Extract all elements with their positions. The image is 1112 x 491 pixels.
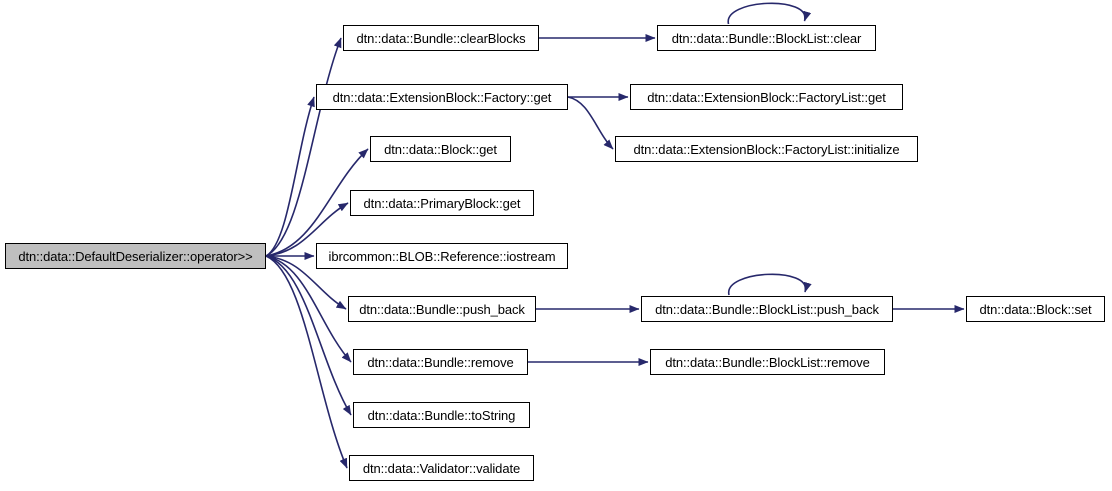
- graph-node-blocklist_push_back[interactable]: dtn::data::Bundle::BlockList::push_back: [641, 296, 893, 322]
- graph-node-clearBlocks[interactable]: dtn::data::Bundle::clearBlocks: [343, 25, 539, 51]
- graph-node-bundle_remove[interactable]: dtn::data::Bundle::remove: [353, 349, 528, 375]
- graph-edge-blocklist_clear-to-blocklist_clear: [727, 2, 812, 25]
- graph-node-label: dtn::data::DefaultDeserializer::operator…: [18, 248, 253, 264]
- graph-node-root[interactable]: dtn::data::DefaultDeserializer::operator…: [5, 243, 266, 269]
- graph-node-block_set[interactable]: dtn::data::Block::set: [966, 296, 1105, 322]
- graph-node-label: dtn::data::ExtensionBlock::FactoryList::…: [633, 141, 900, 157]
- graph-node-block_get[interactable]: dtn::data::Block::get: [370, 136, 511, 162]
- graph-node-label: dtn::data::Bundle::toString: [367, 407, 516, 423]
- graph-edge-root-to-bundle_remove: [265, 255, 352, 363]
- graph-node-label: dtn::data::ExtensionBlock::Factory::get: [332, 89, 552, 105]
- graph-node-factory_get[interactable]: dtn::data::ExtensionBlock::Factory::get: [316, 84, 568, 110]
- graph-node-iostream[interactable]: ibrcommon::BLOB::Reference::iostream: [316, 243, 568, 269]
- graph-node-factorylist_get[interactable]: dtn::data::ExtensionBlock::FactoryList::…: [630, 84, 903, 110]
- graph-node-blocklist_clear[interactable]: dtn::data::Bundle::BlockList::clear: [657, 25, 876, 51]
- graph-node-blocklist_remove[interactable]: dtn::data::Bundle::BlockList::remove: [650, 349, 885, 375]
- graph-edge-factory_get-to-factorylist_initialize: [567, 96, 614, 150]
- graph-edge-root-to-factory_get: [265, 96, 315, 257]
- graph-node-validator_validate[interactable]: dtn::data::Validator::validate: [349, 455, 534, 481]
- graph-node-label: dtn::data::ExtensionBlock::FactoryList::…: [647, 89, 886, 105]
- graph-node-label: ibrcommon::BLOB::Reference::iostream: [328, 248, 556, 264]
- graph-node-primaryblock_get[interactable]: dtn::data::PrimaryBlock::get: [350, 190, 534, 216]
- graph-node-label: dtn::data::Block::get: [384, 141, 497, 157]
- graph-node-label: dtn::data::Block::set: [979, 301, 1092, 317]
- graph-edge-blocklist_push_back-to-blocklist_push_back: [728, 273, 812, 296]
- graph-node-bundle_tostring[interactable]: dtn::data::Bundle::toString: [353, 402, 530, 428]
- graph-node-bundle_push_back[interactable]: dtn::data::Bundle::push_back: [348, 296, 536, 322]
- graph-node-factorylist_initialize[interactable]: dtn::data::ExtensionBlock::FactoryList::…: [615, 136, 918, 162]
- graph-node-label: dtn::data::Validator::validate: [362, 460, 521, 476]
- graph-node-label: dtn::data::Bundle::clearBlocks: [356, 30, 526, 46]
- graph-edge-root-to-bundle_tostring: [265, 255, 352, 416]
- graph-node-label: dtn::data::Bundle::push_back: [359, 301, 525, 317]
- graph-node-label: dtn::data::Bundle::BlockList::remove: [665, 354, 870, 370]
- graph-node-label: dtn::data::PrimaryBlock::get: [363, 195, 521, 211]
- graph-edge-root-to-clearBlocks: [265, 37, 342, 257]
- graph-edge-root-to-validator_validate: [265, 255, 348, 469]
- graph-node-label: dtn::data::Bundle::BlockList::clear: [671, 30, 862, 46]
- graph-node-label: dtn::data::Bundle::BlockList::push_back: [655, 301, 879, 317]
- graph-node-label: dtn::data::Bundle::remove: [367, 354, 514, 370]
